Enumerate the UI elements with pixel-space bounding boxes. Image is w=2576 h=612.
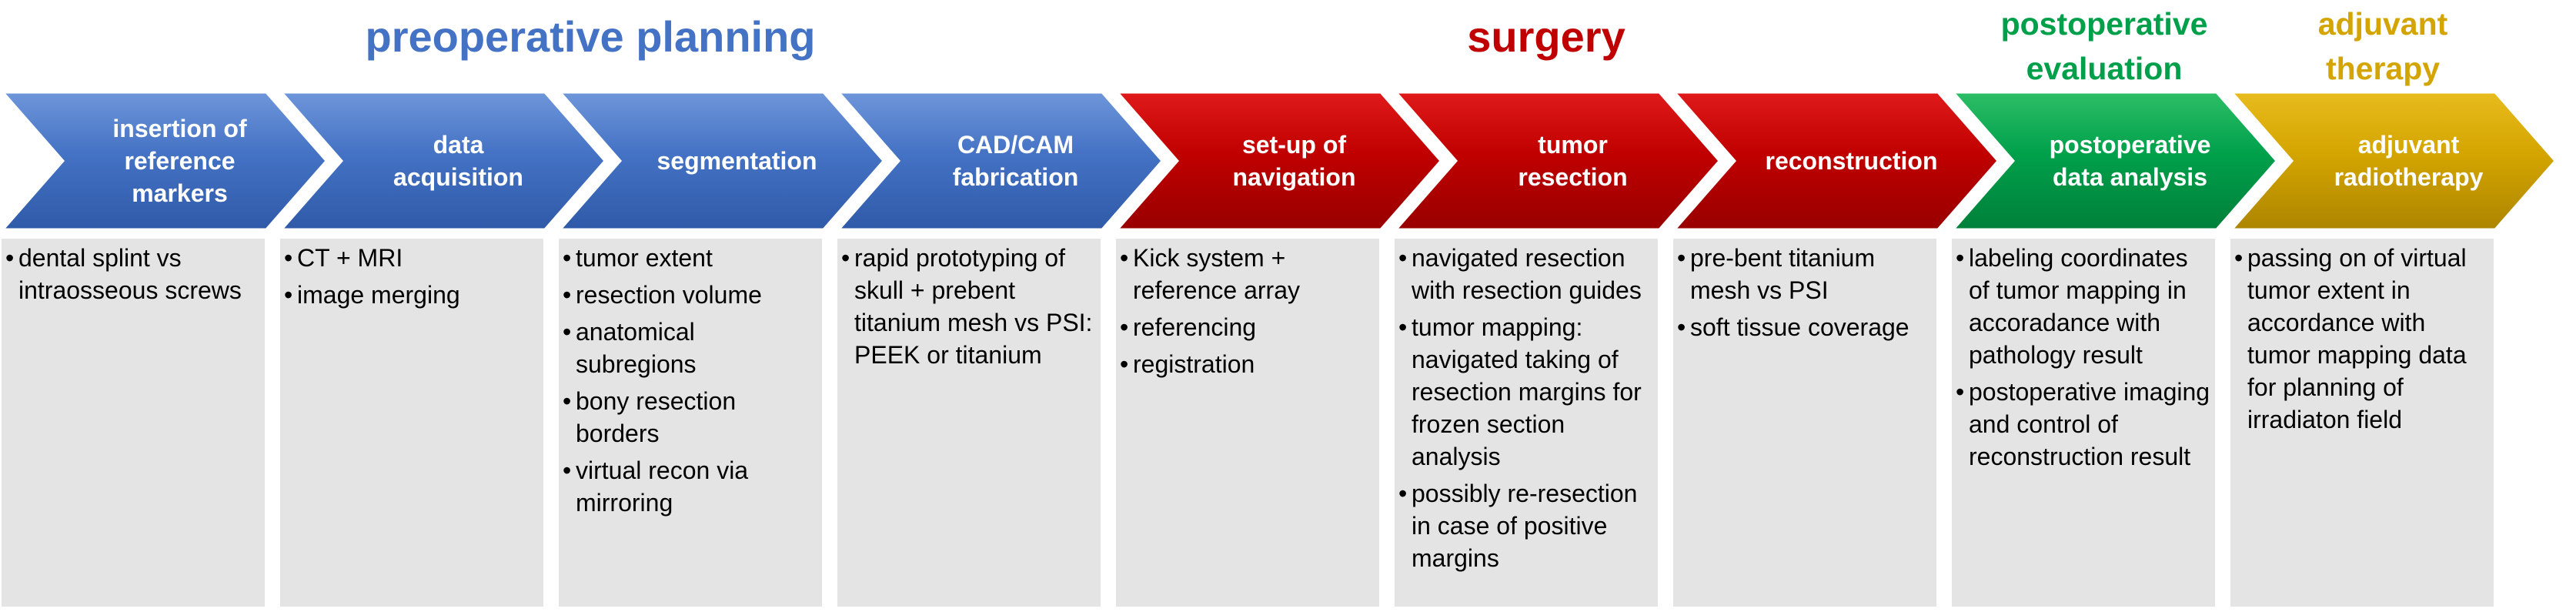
phase-title-line: postoperative [2000,6,2208,42]
detail-box-step-6: navigated resection with resection guide… [1395,239,1658,607]
chevron-label-text: insertion of reference markers [112,112,246,209]
detail-box-step-2: CT + MRI image merging [280,239,543,607]
detail-list-item: passing on of virtual tumor extent in ac… [2234,242,2489,436]
chevron-label-step-7: reconstruction [1732,92,1971,229]
detail-list: CT + MRI image merging [284,242,539,311]
chevron-group [2,92,2557,229]
chevron-step-5 [1116,92,1442,229]
chevron-label-text: data acquisition [393,129,523,193]
chevron-label-step-4: CAD/CAM fabrication [896,92,1135,229]
detail-list: Kick system + reference array referencing… [1120,242,1375,380]
chevron-label-step-3: segmentation [617,92,857,229]
chevron-label-text: tumor resection [1518,129,1627,193]
chevron-label-line: fabrication [952,163,1079,191]
phase-title-line: adjuvant [2317,6,2448,42]
detail-list: pre-bent titanium mesh vs PSI soft tissue… [1677,242,1932,343]
chevron-label-line: data analysis [2052,163,2207,191]
chevron-step-1 [2,92,328,229]
detail-list-item: postoperative imaging and control of rec… [1956,376,2210,473]
chevron-step-2 [280,92,606,229]
chevron-label-line: resection [1518,163,1628,191]
detail-list-item: bony resection borders [563,385,817,450]
chevron-label-line: acquisition [393,163,523,191]
phase-title-adjuvant-therapy: adjuvant therapy [2244,2,2522,91]
detail-box-step-5: Kick system + reference array referencing… [1116,239,1379,607]
phase-title-postoperative-evaluation: postoperative evaluation [1965,2,2244,91]
chevron-label-line: insertion of [112,115,247,142]
detail-list-item: dental splint vs intraosseous screws [5,242,260,306]
chevron-label-line: segmentation [657,147,817,175]
detail-box-step-7: pre-bent titanium mesh vs PSI soft tissue… [1673,239,1936,607]
detail-box-step-4: rapid prototyping of skull + prebent tit… [837,239,1101,607]
chevron-label-text: set-up of navigation [1232,129,1355,193]
chevron-step-8 [1952,92,2278,229]
chevron-label-step-2: data acquisition [339,92,578,229]
phase-title-line: therapy [2325,51,2441,86]
detail-box-step-3: tumor extent resection volume anatomical s… [559,239,822,607]
detail-list-item: labeling coordinates of tumor mapping in… [1956,242,2210,371]
chevron-label-step-5: set-up of navigation [1174,92,1414,229]
chevron-step-6 [1395,92,1721,229]
chevron-label-line: postoperative [2049,131,2211,159]
chevron-step-3 [559,92,885,229]
detail-list-item: anatomical subregions [563,316,817,380]
detail-list: passing on of virtual tumor extent in ac… [2234,242,2489,436]
chevron-step-9 [2230,92,2557,229]
chevron-label-text: reconstruction [1765,145,1937,177]
chevron-label-line: radiotherapy [2334,163,2484,191]
chevron-label-line: reference [124,147,236,175]
chevron-label-line: navigation [1232,163,1356,191]
detail-list-item: referencing [1120,311,1375,343]
chevron-label-step-8: postoperative data analysis [2010,92,2250,229]
detail-list-item: possibly re-resection in case of positiv… [1398,477,1653,574]
detail-list-item: image merging [284,279,539,311]
detail-list-item: navigated resection with resection guide… [1398,242,1653,306]
detail-box-step-9: passing on of virtual tumor extent in ac… [2230,239,2494,607]
detail-list-item: CT + MRI [284,242,539,274]
chevron-label-text: postoperative data analysis [2050,129,2211,193]
process-chevron-strip [2,92,2557,229]
chevron-label-text: CAD/CAM fabrication [953,129,1079,193]
detail-list-item: virtual recon via mirroring [563,454,817,519]
detail-list-item: resection volume [563,279,817,311]
detail-list: navigated resection with resection guide… [1398,242,1653,574]
chevron-label-line: CAD/CAM [957,131,1074,159]
chevron-label-text: adjuvant radiotherapy [2334,129,2484,193]
phase-title-line: evaluation [2026,51,2183,86]
chevron-label-line: adjuvant [2357,131,2460,159]
chevron-label-line: reconstruction [1765,147,1938,175]
chevron-label-text: segmentation [657,145,817,177]
chevron-label-line: data [433,131,484,159]
chevron-step-7 [1673,92,2000,229]
detail-list-item: tumor mapping: navigated taking of resec… [1398,311,1653,473]
chevron-label-step-6: tumor resection [1453,92,1692,229]
chevron-label-line: tumor [1538,131,1608,159]
detail-list-item: tumor extent [563,242,817,274]
detail-box-step-8: labeling coordinates of tumor mapping in… [1952,239,2215,607]
detail-list-item: soft tissue coverage [1677,311,1932,343]
chevron-label-line: markers [132,179,228,207]
detail-list-item: rapid prototyping of skull + prebent tit… [841,242,1096,371]
detail-list: rapid prototyping of skull + prebent tit… [841,242,1096,371]
detail-list: dental splint vs intraosseous screws [5,242,260,306]
chevron-label-step-1: insertion of reference markers [60,92,299,229]
detail-box-step-1: dental splint vs intraosseous screws [2,239,265,607]
chevron-step-4 [837,92,1164,229]
chevron-label-line: set-up of [1241,131,1347,159]
phase-title-surgery: surgery [1467,12,1625,61]
detail-list-item: pre-bent titanium mesh vs PSI [1677,242,1932,306]
phase-title-preoperative-planning: preoperative planning [365,12,816,61]
chevron-label-step-9: adjuvant radiotherapy [2289,92,2528,229]
detail-list-item: Kick system + reference array [1120,242,1375,306]
detail-list-item: registration [1120,348,1375,380]
detail-list: tumor extent resection volume anatomical s… [563,242,817,519]
detail-list: labeling coordinates of tumor mapping in… [1956,242,2210,473]
